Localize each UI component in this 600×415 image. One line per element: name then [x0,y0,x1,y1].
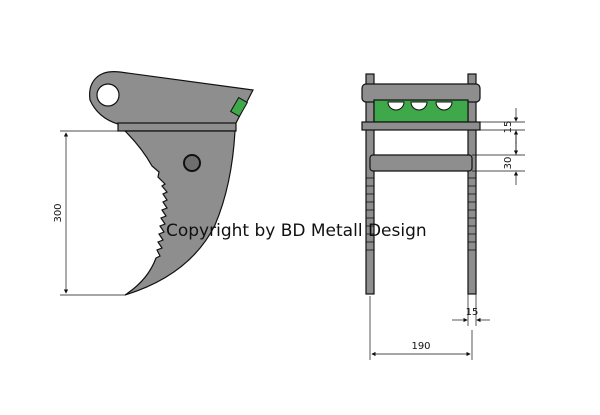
side-base-plate [117,122,237,132]
pin-hole-icon [96,83,120,107]
front-left-blade [365,73,375,295]
dimension-blade-thickness [452,294,490,326]
dim-label-30: 30 [503,157,514,170]
plate-hole-left [387,101,405,111]
plate-hole-right [435,101,453,111]
dim-label-15-top: 15 [503,121,514,134]
dimension-front-width [369,296,473,360]
ripper-shank [123,130,236,296]
front-teeth-marks [366,177,476,251]
green-plate-side [229,96,249,118]
side-bracket [89,71,254,125]
side-view [89,71,254,296]
dim-label-190: 190 [411,341,430,352]
plate-hole-middle [410,101,428,111]
front-view [361,73,481,295]
copyright-watermark: Copyright by BD Metall Design [166,221,427,241]
dim-label-15-blade: 15 [466,307,479,318]
front-right-blade [467,73,477,295]
front-base-plate [361,121,481,131]
front-cross-pin [369,154,473,172]
shank-hole-icon [183,154,201,172]
front-top-pin [361,83,481,103]
dim-label-300: 300 [53,203,64,222]
dimension-side-height: 300 [53,130,125,296]
dimension-front-vertical [472,108,525,185]
